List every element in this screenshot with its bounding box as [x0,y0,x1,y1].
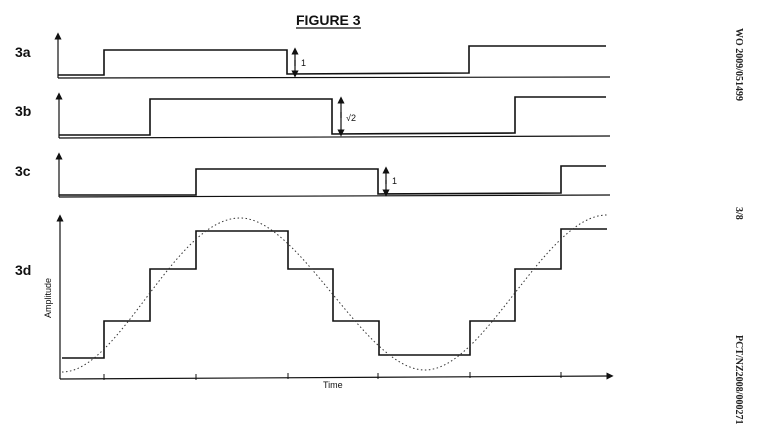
waveform-3a [58,46,606,75]
figure-title: FIGURE 3 [296,12,361,28]
stepped-waveform-3d [62,229,607,358]
waveform-3b [59,97,606,135]
x-axis-3d [60,376,610,379]
panel-3b: 3b √2 [15,96,610,138]
panel-3c: 3c 1 [15,156,610,197]
sine-reference-3d [62,215,607,372]
panel-label-3c: 3c [15,163,31,179]
x-axis-3b [59,136,610,138]
panel-3d: 3d Amplitude Time [15,215,610,390]
amplitude-marker-3c: 1 [392,176,397,186]
panel-label-3d: 3d [15,262,31,278]
sheet-number: 3/8 [733,207,744,220]
amplitude-marker-3a: 1 [301,58,306,68]
application-number: PCT/NZ2008/000271 [733,335,744,424]
panel-3a: 3a 1 [15,36,610,78]
panel-label-3b: 3b [15,103,31,119]
y-axis-label: Amplitude [43,278,53,318]
publication-number: WO 2009/051499 [733,28,744,101]
panel-label-3a: 3a [15,44,31,60]
waveform-3c [59,166,606,195]
x-axis-3a [58,77,610,78]
x-axis-label: Time [323,380,343,390]
amplitude-marker-3b: √2 [346,113,356,123]
